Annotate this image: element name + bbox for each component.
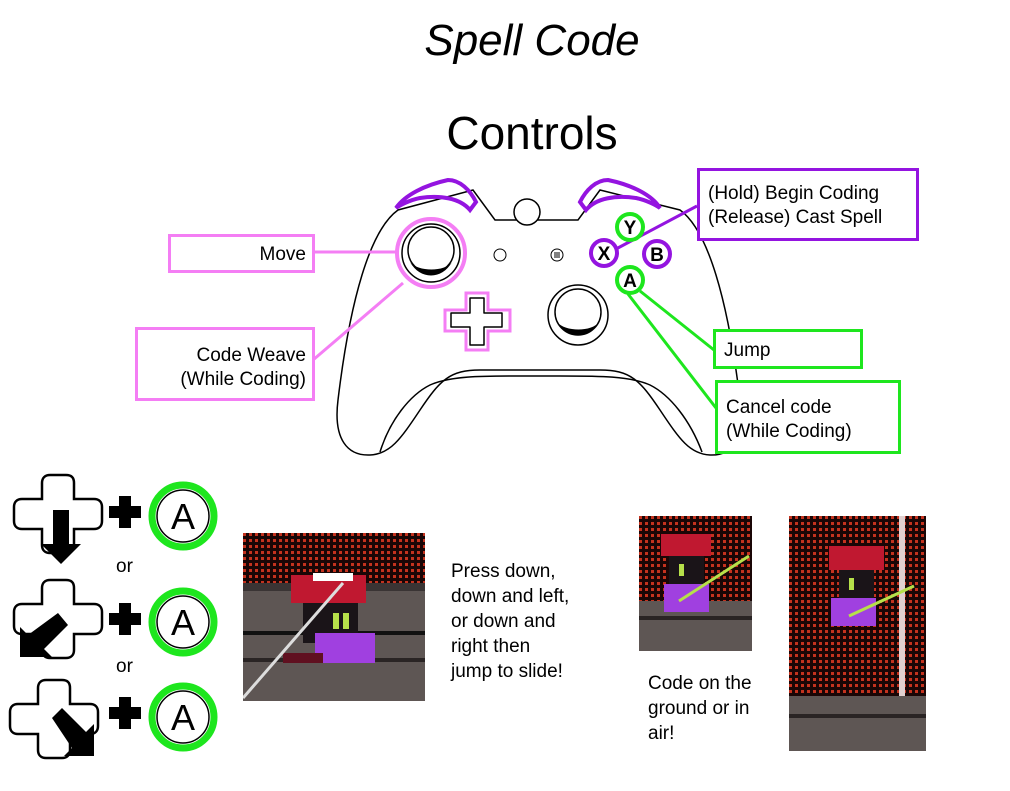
cancel-label: Cancel code	[726, 397, 832, 418]
a-button: A	[615, 265, 645, 295]
a-button-icon: A	[148, 587, 218, 657]
slide-text-line: Press down,	[451, 561, 556, 582]
svg-text:A: A	[171, 602, 195, 643]
dpad-down-left-icon	[12, 578, 104, 660]
air-coding-screenshot	[789, 516, 926, 751]
a-button-icon: A	[148, 682, 218, 752]
view-button	[493, 248, 507, 262]
cancel-leader-line	[626, 293, 718, 409]
controller-diagram: Y X B A	[312, 177, 742, 456]
code-weave-callout: Code Weave (While Coding)	[135, 327, 315, 401]
slide-text-line: jump to slide!	[451, 661, 563, 682]
slide-instructions: Press down, down and left, or down and r…	[451, 559, 569, 684]
dpad-down-icon	[12, 473, 104, 564]
right-stick	[547, 284, 609, 346]
jump-callout: Jump	[713, 329, 863, 369]
or-label: or	[116, 556, 133, 577]
ground-coding-screenshot	[639, 516, 752, 651]
slide-screenshot	[243, 533, 425, 701]
left-stick	[395, 217, 467, 289]
slide-combos: A A A	[8, 473, 218, 760]
svg-text:Y: Y	[624, 218, 637, 239]
cancel-note: (While Coding)	[726, 421, 852, 442]
code-weave-note: (While Coding)	[180, 369, 306, 390]
slide-text-line: or down and	[451, 611, 556, 632]
b-button: B	[642, 239, 672, 269]
dpad-down-right-icon	[8, 678, 100, 760]
release-label: (Release) Cast Spell	[708, 207, 883, 228]
page-title: Spell Code	[424, 16, 640, 65]
air-instructions: Code on the ground or in air!	[648, 671, 752, 746]
hold-label: (Hold) Begin Coding	[708, 183, 880, 204]
air-text-line: ground or in	[648, 698, 750, 719]
bumper-left	[394, 177, 479, 214]
begin-coding-callout: (Hold) Begin Coding (Release) Cast Spell	[697, 168, 919, 241]
svg-text:A: A	[171, 697, 195, 738]
bumper-right	[577, 177, 662, 214]
jump-label: Jump	[724, 340, 771, 361]
move-callout: Move	[168, 234, 315, 273]
svg-text:B: B	[650, 245, 664, 266]
dpad	[443, 291, 512, 352]
y-button: Y	[615, 212, 645, 242]
air-text-line: Code on the	[648, 673, 752, 694]
cancel-callout: Cancel code (While Coding)	[715, 380, 901, 454]
x-button: X	[589, 238, 619, 268]
or-label: or	[116, 656, 133, 677]
svg-text:A: A	[623, 271, 637, 292]
code-weave-leader-line	[312, 281, 404, 362]
menu-button	[550, 248, 564, 262]
slide-text-line: down and left,	[451, 586, 570, 607]
slide-text-line: right then	[451, 636, 531, 657]
code-weave-label: Code Weave	[196, 345, 307, 366]
svg-text:X: X	[598, 244, 611, 265]
controls-heading: Controls	[446, 107, 618, 159]
jump-leader-line	[639, 289, 715, 352]
plus-icon	[109, 496, 141, 729]
move-label: Move	[259, 244, 306, 265]
a-button-icon: A	[148, 481, 218, 551]
svg-text:A: A	[171, 496, 195, 537]
air-text-line: air!	[648, 723, 675, 744]
